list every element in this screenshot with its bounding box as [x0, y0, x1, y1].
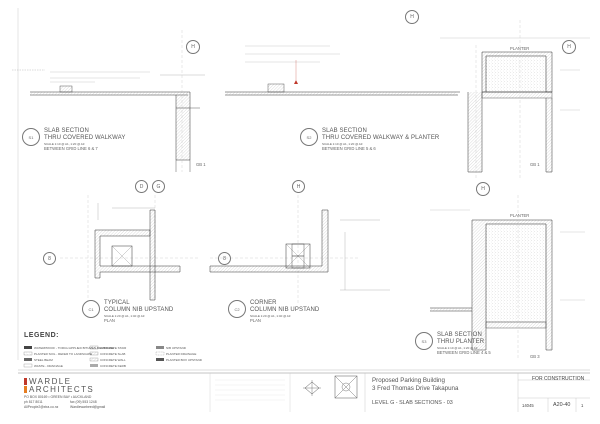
grid-marker-h: H — [476, 182, 490, 196]
legend-item: STEEL BEAM — [34, 358, 53, 362]
section-scale: SCALE 1:10 @ A1, 1:20 @ A3 — [437, 346, 478, 350]
firm-fax: fax (09) 553 1248 — [70, 400, 97, 404]
section-title-line1: SLAB SECTION — [322, 128, 367, 134]
legend-swatches — [23, 345, 165, 368]
column-c2-linework — [209, 195, 390, 305]
drawing-status: FOR CONSTRUCTION — [532, 376, 585, 382]
drawing-number: A20-40 — [553, 402, 571, 408]
section-s1-linework — [12, 30, 205, 172]
legend-item: PLANTER SOIL - REFER TO LANDSCAPE — [34, 352, 93, 356]
firm-address: PO BOX 80169 • GREEN BAY • AUCKLAND — [24, 395, 92, 399]
section-between: BETWEEN GRID LINE 4 & 5 — [437, 350, 491, 355]
section-scale: SCALE 1:20 @ A1, 1:40 @ A3 — [250, 314, 291, 318]
section-scale: SCALE 1:10 @ A1, 1:20 @ A3 — [44, 142, 85, 146]
section-plan-label: PLAN — [104, 318, 115, 323]
legend-title: LEGEND: — [24, 332, 59, 339]
section-title-line1: CORNER — [250, 300, 277, 306]
planter-label: PLANTER — [510, 46, 530, 51]
section-s3-linework — [430, 195, 585, 360]
section-badge: S1 — [22, 128, 40, 146]
grid-marker-h: H — [562, 40, 576, 54]
firm-phone: ph 817 8011 — [24, 400, 43, 404]
grid-marker-h: H — [292, 180, 305, 193]
firm-name-line2: ARCHITECTS — [29, 385, 95, 394]
section-between: BETWEEN GRID LINE 5 & 6 — [322, 146, 376, 151]
revision-number: 1 — [581, 403, 584, 408]
firm-web: Wardlewarbeed@gmail — [70, 405, 106, 409]
legend-item: CONCRETE WALL — [100, 358, 126, 362]
section-badge: S2 — [300, 128, 318, 146]
section-title-line1: SLAB SECTION — [44, 128, 89, 134]
section-between: BETWEEN GRID LINE 6 & 7 — [44, 146, 98, 151]
section-title-line2: THRU PLANTER — [437, 339, 485, 345]
grid-label-gb1: GB 1 — [196, 162, 206, 167]
section-title-line2: THRU COVERED WALKWAY & PLANTER — [322, 135, 440, 141]
legend-item: NIB UPSTAND — [166, 346, 186, 350]
firm-name-line1: WARDLE — [29, 377, 72, 386]
section-scale: SCALE 1:20 @ A1, 1:40 @ A3 — [104, 314, 145, 318]
planter-label: PLANTER — [510, 213, 530, 218]
sheet-title: LEVEL G - SLAB SECTIONS - 03 — [372, 400, 453, 406]
grid-marker-eight: 8 — [43, 252, 56, 265]
section-title-line2: THRU COVERED WALKWAY — [44, 135, 126, 141]
column-c1-linework — [60, 195, 200, 301]
section-badge: C1 — [82, 300, 100, 318]
section-title-line2: COLUMN NIB UPSTAND — [250, 307, 320, 313]
firm-email: AllPeople2@xtra.co.nz — [24, 405, 59, 409]
grid-marker-h: H — [186, 40, 200, 54]
grid-marker-d: D — [135, 180, 148, 193]
legend-item: PLANTER BOX UPSTAND — [166, 358, 202, 362]
legend-item: PLANTER DRAINAGE — [166, 352, 197, 356]
grid-marker-g: G — [152, 180, 165, 193]
legend-item: WATERPROOF - TORCH APPLIED BITUMEN MEMBR… — [34, 346, 115, 350]
grid-label-gb1: GB 1 — [530, 162, 540, 167]
section-badge: S3 — [415, 332, 433, 350]
legend-item: CONCRETE KERB — [100, 364, 126, 368]
legend-item: WASTE - DRAINAGE — [34, 364, 63, 368]
legend-item: CONCRETE STAIR — [100, 346, 127, 350]
project-address: 3 Fred Thomas Drive Takapuna — [372, 385, 459, 392]
job-number: 14045 — [522, 403, 534, 408]
title-block-linework — [18, 372, 590, 412]
grid-label-gb3: GB 3 — [530, 354, 540, 359]
section-title-line1: TYPICAL — [104, 300, 130, 306]
section-s2-linework — [225, 20, 590, 180]
section-badge: C2 — [228, 300, 246, 318]
grid-marker-eight: 8 — [218, 252, 231, 265]
legend-item: CONCRETE SLAB — [100, 352, 126, 356]
project-name: Proposed Parking Building — [372, 377, 445, 384]
section-title-line2: COLUMN NIB UPSTAND — [104, 307, 174, 313]
section-plan-label: PLAN — [250, 318, 261, 323]
section-scale: SCALE 1:10 @ A1, 1:20 @ A3 — [322, 142, 363, 146]
grid-marker-h: H — [405, 10, 419, 24]
section-title-line1: SLAB SECTION — [437, 332, 482, 338]
